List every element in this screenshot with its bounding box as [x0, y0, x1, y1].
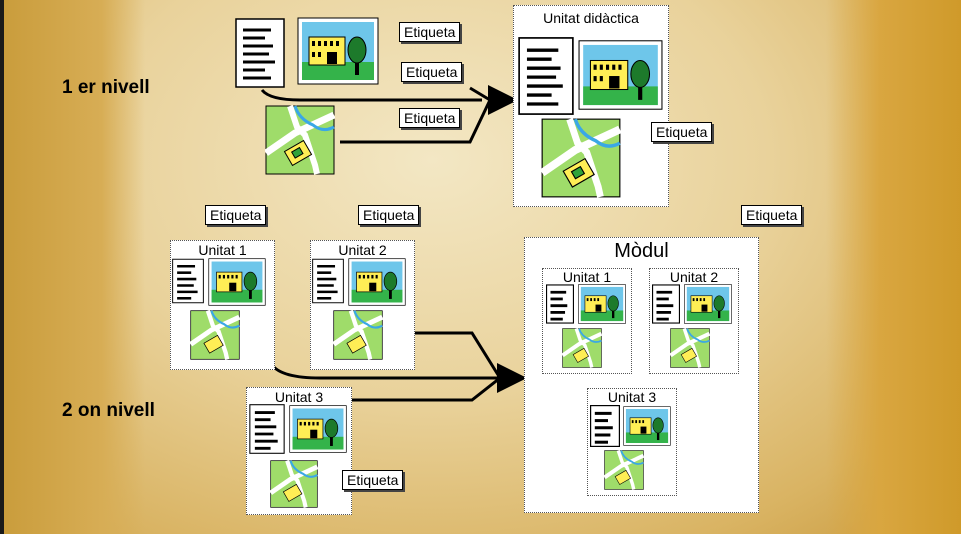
- building-image-icon: [208, 258, 266, 306]
- building-image-icon: [289, 405, 347, 453]
- flow-line-top: [469, 86, 491, 102]
- tag-label-1: Etiqueta: [399, 22, 461, 42]
- module-unit-1-title: Unitat 1: [562, 269, 612, 285]
- map-icon: [270, 460, 318, 508]
- flow-line-unit3: [352, 376, 501, 402]
- module-unit-2-title: Unitat 2: [669, 269, 719, 285]
- text-document-icon: [312, 258, 344, 304]
- unit-2-title: Unitat 2: [338, 242, 387, 258]
- slide-border: [0, 0, 4, 534]
- text-document-icon: [518, 37, 574, 115]
- map-icon: [540, 118, 622, 198]
- didactic-unit-title: Unitat didàctica: [543, 10, 639, 26]
- tag-label-unit2: Etiqueta: [358, 205, 420, 225]
- tag-label-2: Etiqueta: [401, 62, 463, 82]
- map-icon: [333, 310, 383, 360]
- right-decoration: [826, 0, 961, 534]
- map-icon: [265, 105, 335, 175]
- flow-line-text: [260, 88, 482, 102]
- module-unit-3-title: Unitat 3: [607, 389, 657, 405]
- tag-label-unit1: Etiqueta: [205, 205, 267, 225]
- text-document-icon: [546, 284, 574, 324]
- building-image-icon: [578, 284, 626, 324]
- text-document-icon: [652, 284, 680, 324]
- building-image-icon: [348, 258, 406, 306]
- building-image-icon: [623, 406, 671, 446]
- tag-label-4: Etiqueta: [651, 122, 713, 142]
- level-1-label: 1 er nivell: [62, 77, 150, 98]
- building-image-icon: [684, 284, 732, 324]
- map-icon: [190, 310, 240, 360]
- map-icon: [670, 328, 710, 368]
- unit-1-title: Unitat 1: [198, 242, 247, 258]
- left-decoration: [0, 0, 145, 534]
- text-document-icon: [172, 258, 204, 304]
- tag-label-unit3: Etiqueta: [342, 470, 404, 490]
- tag-label-3: Etiqueta: [399, 108, 461, 128]
- flow-line-map: [340, 99, 492, 144]
- flow-line-unit2: [412, 331, 502, 379]
- level-2-label: 2 on nivell: [62, 400, 155, 421]
- unit-3-title: Unitat 3: [274, 389, 324, 405]
- text-document-icon: [249, 404, 285, 454]
- building-image-icon: [578, 40, 663, 110]
- building-image-icon: [297, 17, 379, 85]
- module-title: Mòdul: [614, 240, 669, 262]
- map-icon: [562, 328, 602, 368]
- map-icon: [604, 450, 644, 490]
- text-document-icon: [235, 18, 285, 88]
- tag-label-module: Etiqueta: [741, 205, 803, 225]
- text-document-icon: [590, 405, 620, 447]
